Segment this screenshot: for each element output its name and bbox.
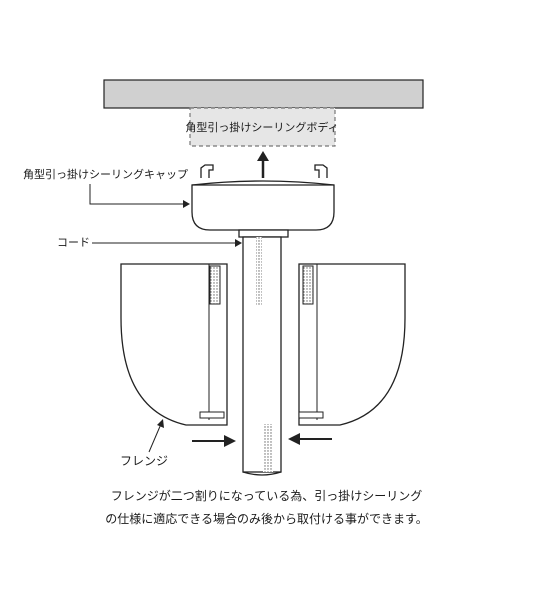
- flange-label: フレンジ: [120, 454, 168, 468]
- ceiling-body-outline: [189, 107, 336, 147]
- left-arrow-icon: [288, 433, 332, 445]
- caption-line-1: フレンジが二つ割りになっている為、引っ掛けシーリング: [110, 489, 423, 503]
- ceiling-cap-label: 角型引っ掛けシーリングキャップ: [23, 167, 188, 181]
- cord-leader-arrow-icon: [235, 239, 242, 247]
- flange-left: [120, 263, 228, 426]
- flange-leader: [148, 423, 162, 453]
- ceiling-body-label: 角型引っ掛けシーリングボディ: [185, 120, 338, 134]
- cord: [242, 236, 282, 476]
- ceiling-cap-leader: [89, 184, 186, 205]
- ceiling: [103, 79, 424, 109]
- ceiling-cap-leader-arrow-icon: [183, 200, 190, 208]
- cord-label: コード: [57, 236, 90, 249]
- caption-line-2: の仕様に適応できる場合のみ後から取付ける事ができます。: [105, 512, 428, 526]
- ceiling-cap: [191, 164, 335, 238]
- flange-leader-arrow-icon: [157, 419, 164, 428]
- up-arrow-icon: [257, 151, 269, 178]
- flange-right: [298, 263, 406, 426]
- right-arrow-icon: [192, 435, 236, 447]
